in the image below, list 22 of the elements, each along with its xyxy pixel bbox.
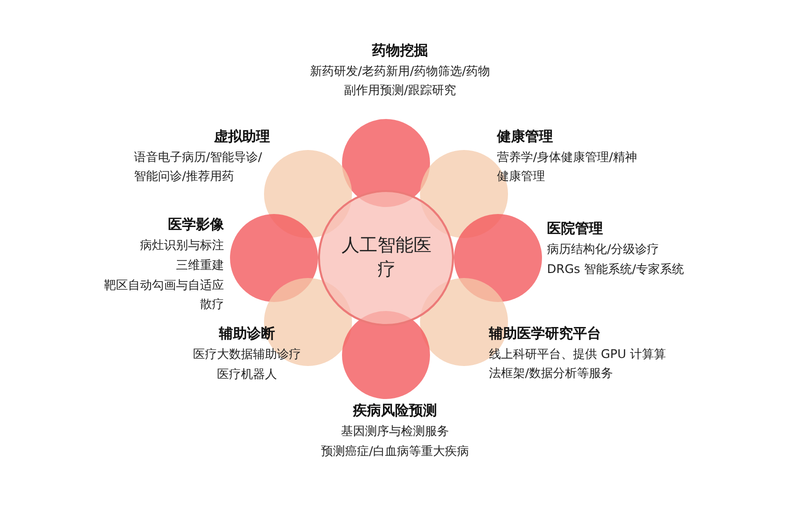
description-text: 新药研发/老药新用/药物筛选/药物副作用预测/跟踪研究 — [308, 63, 492, 99]
heading: 辅助诊断 — [218, 325, 276, 344]
description-text: 靶区自动勾画与自适应散疗 — [103, 277, 224, 313]
description-text: DRGs 智能系统/专家系统 — [547, 261, 685, 278]
description-text: 医疗机器人 — [216, 366, 278, 383]
description-text: 病灶识别与标注 — [139, 237, 224, 254]
heading: 医院管理 — [547, 220, 604, 239]
heading: 医学影像 — [167, 216, 224, 235]
center-label: 人工智能医疗 — [340, 234, 432, 282]
heading: 药物挖掘 — [371, 42, 429, 61]
description-text: 基因测序与检测服务 — [340, 423, 450, 440]
description-text: 三维重建 — [175, 257, 224, 274]
description-text: 病历结构化/分级诊疗 — [547, 241, 660, 258]
heading: 虚拟助理 — [213, 128, 270, 147]
description-text: 语音电子病历/智能导诊/智能问诊/推荐用药 — [134, 149, 264, 185]
heading: 健康管理 — [497, 128, 554, 147]
description-text: 线上科研平台、提供 GPU 计算算法框架/数据分析等服务 — [489, 346, 667, 382]
description-text: 医疗大数据辅助诊疗 — [192, 346, 302, 363]
heading: 疾病风险预测 — [352, 402, 438, 421]
heading: 辅助医学研究平台 — [489, 325, 602, 344]
description-text: 预测癌症/白血病等重大疾病 — [320, 443, 470, 460]
description-text: 营养学/身体健康管理/精神健康管理 — [497, 149, 638, 185]
